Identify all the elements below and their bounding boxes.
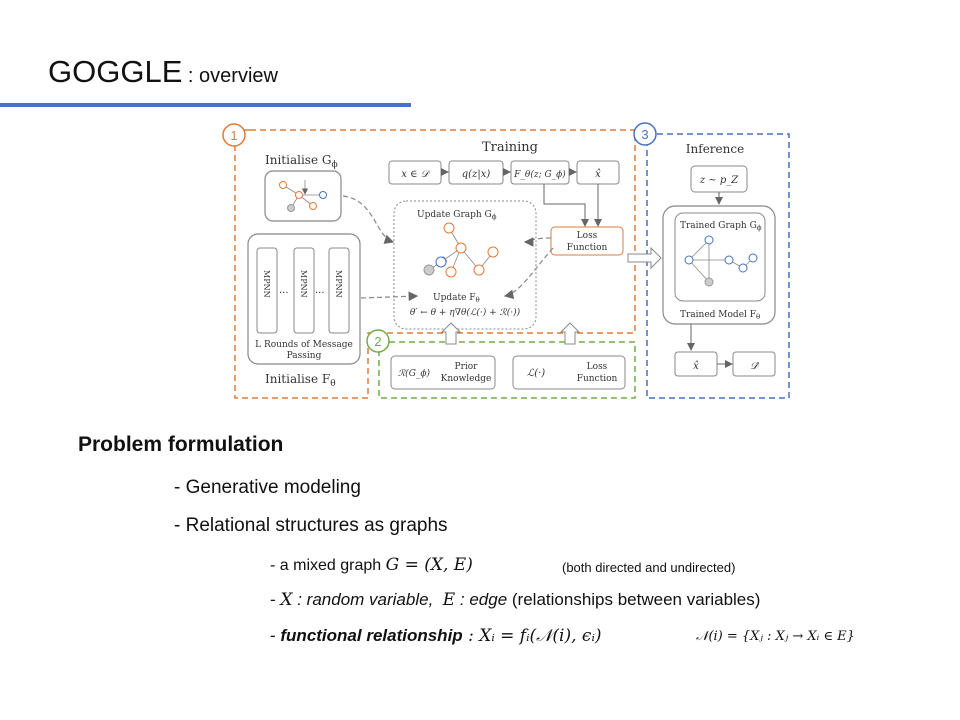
mpnn-ellipsis: ··· [279,288,289,299]
training-label: Training [482,140,538,155]
title-underline [0,103,411,107]
region-2-border [378,341,636,399]
region-3-border [646,133,790,399]
mpnn-label-3: MPNN [334,270,343,298]
region-3-badge [633,122,657,146]
region-2-badge [366,329,390,353]
mpnn-label-2: MPNN [299,270,308,298]
mixed-graph-prefix: - a mixed graph [270,557,386,574]
region-1-badge [222,123,246,147]
e-symbol: E [442,590,456,610]
prior-line-1: Prior [455,362,479,372]
loss-knowledge-line-2: Function [577,374,618,384]
prior-line-2: Knowledge [441,374,492,384]
rounds-line-2: Passing [287,351,322,361]
mpnn-label-1: MPNN [262,270,271,298]
pipeline-label-encoder: q(z|x) [462,169,491,180]
update-block [393,200,537,330]
loss-knowledge-box [512,355,626,390]
region-3-number: 3 [641,127,648,142]
initialise-f-label: Initialise Fθ [265,372,336,389]
goggle-diagram: 1 2 3 Training Initialise Gϕ MPNN MPNN M… [222,122,790,399]
loss-symbol: ℒ(·) [527,368,545,379]
pipeline-label-data: x ∈ 𝒟 [401,169,430,180]
e-description: : edge [455,590,508,609]
loss-knowledge-line-1: Loss [587,362,608,372]
initial-graph-box [264,170,342,222]
x-symbol: X [280,590,293,610]
update-graph-label: Update Graph Gϕ [417,210,497,221]
functional-relationship-math: : Xᵢ = fᵢ(𝒩(i), ϵᵢ) [462,626,602,646]
problem-formulation-heading: Problem formulation [78,433,284,456]
rounds-line-1: L Rounds of Message [255,340,353,350]
sample-label: z ~ p_Z [699,175,739,186]
pipeline-label-output: x̂ [595,169,601,180]
mixed-graph-math: G = (X, E) [385,555,473,575]
flow-arrows [342,195,554,302]
sub-bullet-mixed-graph: - a mixed graph G = (X, E) [270,555,473,575]
dash: - [270,626,281,645]
to-inference-arrow [627,246,662,270]
mpnn-block-2 [293,247,315,334]
slide-title: GOGGLE : overview [48,54,278,90]
pipeline-label-decoder: F_θ(z; G_ϕ) [513,169,566,180]
loss-function-line-1: Loss [577,231,598,241]
dash: - [270,590,281,609]
bullet-relational-structures: - Relational structures as graphs [174,515,448,536]
trained-model-label: Trained Model Fθ [680,310,760,321]
update-f-label: Update Fθ [433,293,480,304]
pipeline-arrows [441,168,602,227]
slide-title-main: GOGGLE [48,54,183,89]
initialise-g-label: Initialise Gϕ [265,153,338,170]
prior-knowledge-box [390,355,496,390]
inference-label: Inference [686,142,744,156]
mpnn-ellipsis-2: ··· [315,288,325,299]
edge-relationships-text: (relationships between variables) [507,590,761,609]
sub-bullet-functional-relationship: - functional relationship : Xᵢ = fᵢ(𝒩(i)… [270,626,602,646]
trained-graph-label: Trained Graph Gϕ [680,221,762,232]
bullet-generative-modeling: - Generative modeling [174,477,361,498]
mpnn-block-3 [328,247,350,334]
output-dhat-label: 𝒟̂ [750,361,760,372]
functional-relationship-term: functional relationship [280,626,463,645]
prior-up-arrow [440,322,462,345]
slide-title-sub: : overview [182,65,278,87]
prior-symbol: ℛ(G_ϕ) [398,368,431,379]
update-rule: θ′ ← θ + η∇θ(ℒ(·) + ℛ(·)) [410,307,521,318]
mixed-graph-note: (both directed and undirected) [562,560,736,575]
region-2-number: 2 [374,334,381,349]
loss-up-arrow [559,322,581,345]
mpnn-block-1 [256,247,278,334]
output-dhat-box [732,351,776,377]
loss-function-line-2: Function [567,243,608,253]
region-1-number: 1 [230,128,237,143]
neighborhood-definition: 𝒩(i) = {Xⱼ : Xⱼ → Xᵢ ∈ E} [696,629,855,644]
sub-bullet-variables-edges: - X : random variable, E : edge (relatio… [270,590,760,610]
x-description: : random variable, [292,590,434,609]
output-xhat-label: x̂ [693,361,699,372]
trained-graph-inner [674,212,766,302]
loss-function-box [550,226,624,256]
